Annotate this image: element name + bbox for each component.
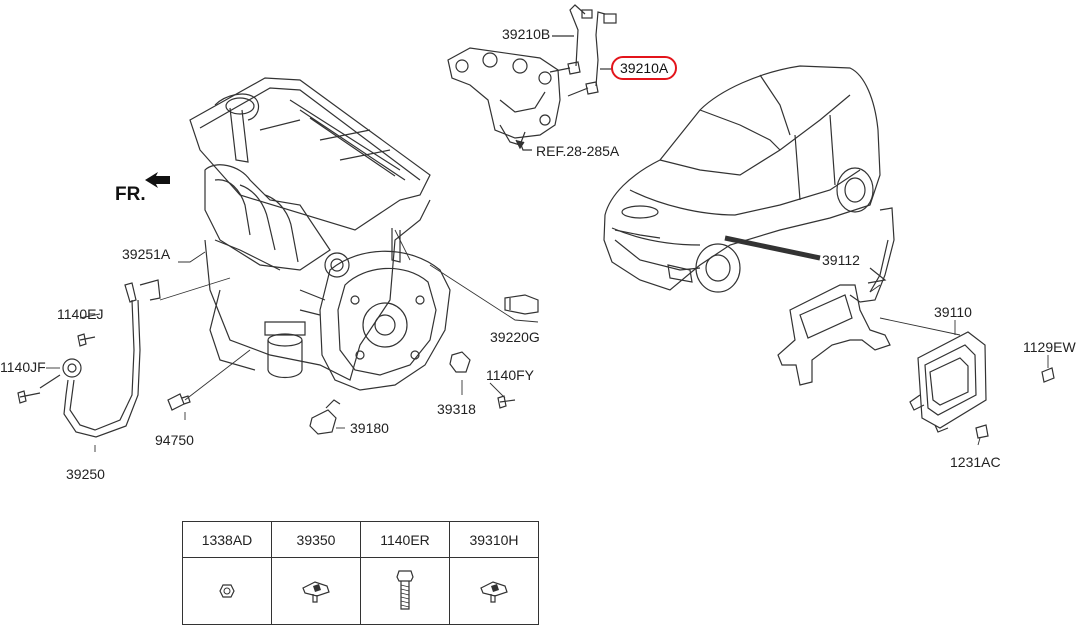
front-arrow-icon	[145, 172, 170, 188]
parts-table-header: 1338AD	[182, 521, 272, 558]
crank-position-sensor-illustration	[309, 399, 341, 435]
engine-illustration	[189, 77, 451, 391]
label-39110: 39110	[934, 304, 972, 320]
parts-table-header: 39350	[271, 521, 361, 558]
label-1129EW: 1129EW	[1023, 339, 1076, 355]
label-1231AC: 1231AC	[950, 454, 1001, 470]
label-front: FR.	[115, 184, 146, 205]
bolt-icon	[396, 570, 414, 610]
sensor-icon	[480, 581, 508, 603]
nut-icon	[219, 584, 235, 598]
label-39180: 39180	[350, 420, 389, 436]
knock-sensor-illustration	[17, 279, 161, 438]
label-1140JF: 1140JF	[0, 359, 46, 375]
parts-table-header: 1140ER	[360, 521, 450, 558]
parts-table: 1338AD 39350 1140ER 39310H	[182, 521, 539, 625]
label-1140FY: 1140FY	[486, 367, 534, 383]
ecu-illustration	[909, 331, 1055, 439]
ecu-bracket-illustration	[777, 207, 895, 386]
parts-table-cell	[449, 557, 539, 625]
parts-table-cell	[360, 557, 450, 625]
label-39210B: 39210B	[502, 26, 551, 42]
label-94750: 94750	[155, 432, 194, 448]
sensor-39318-illustration	[449, 351, 516, 409]
parts-table-image-row	[182, 557, 539, 625]
parts-table-header: 39310H	[449, 521, 539, 558]
parts-table-cell	[271, 557, 361, 625]
sensor-icon	[302, 581, 330, 603]
label-39250: 39250	[66, 466, 105, 482]
parts-table-cell	[182, 557, 272, 625]
oil-pressure-switch-illustration	[167, 393, 191, 411]
exhaust-manifold-illustration	[447, 4, 617, 151]
parts-table-header-row: 1338AD 39350 1140ER 39310H	[182, 521, 539, 558]
label-39112: 39112	[822, 252, 860, 268]
cam-position-sensor-illustration	[504, 294, 539, 315]
label-39251A: 39251A	[122, 246, 171, 262]
label-39210A-highlighted[interactable]: 39210A	[611, 56, 678, 80]
label-39318: 39318	[437, 401, 476, 417]
label-39220G: 39220G	[490, 329, 540, 345]
label-1140EJ: 1140EJ	[57, 306, 104, 322]
label-ref: REF.28-285A	[536, 143, 620, 159]
car-illustration	[603, 65, 881, 293]
